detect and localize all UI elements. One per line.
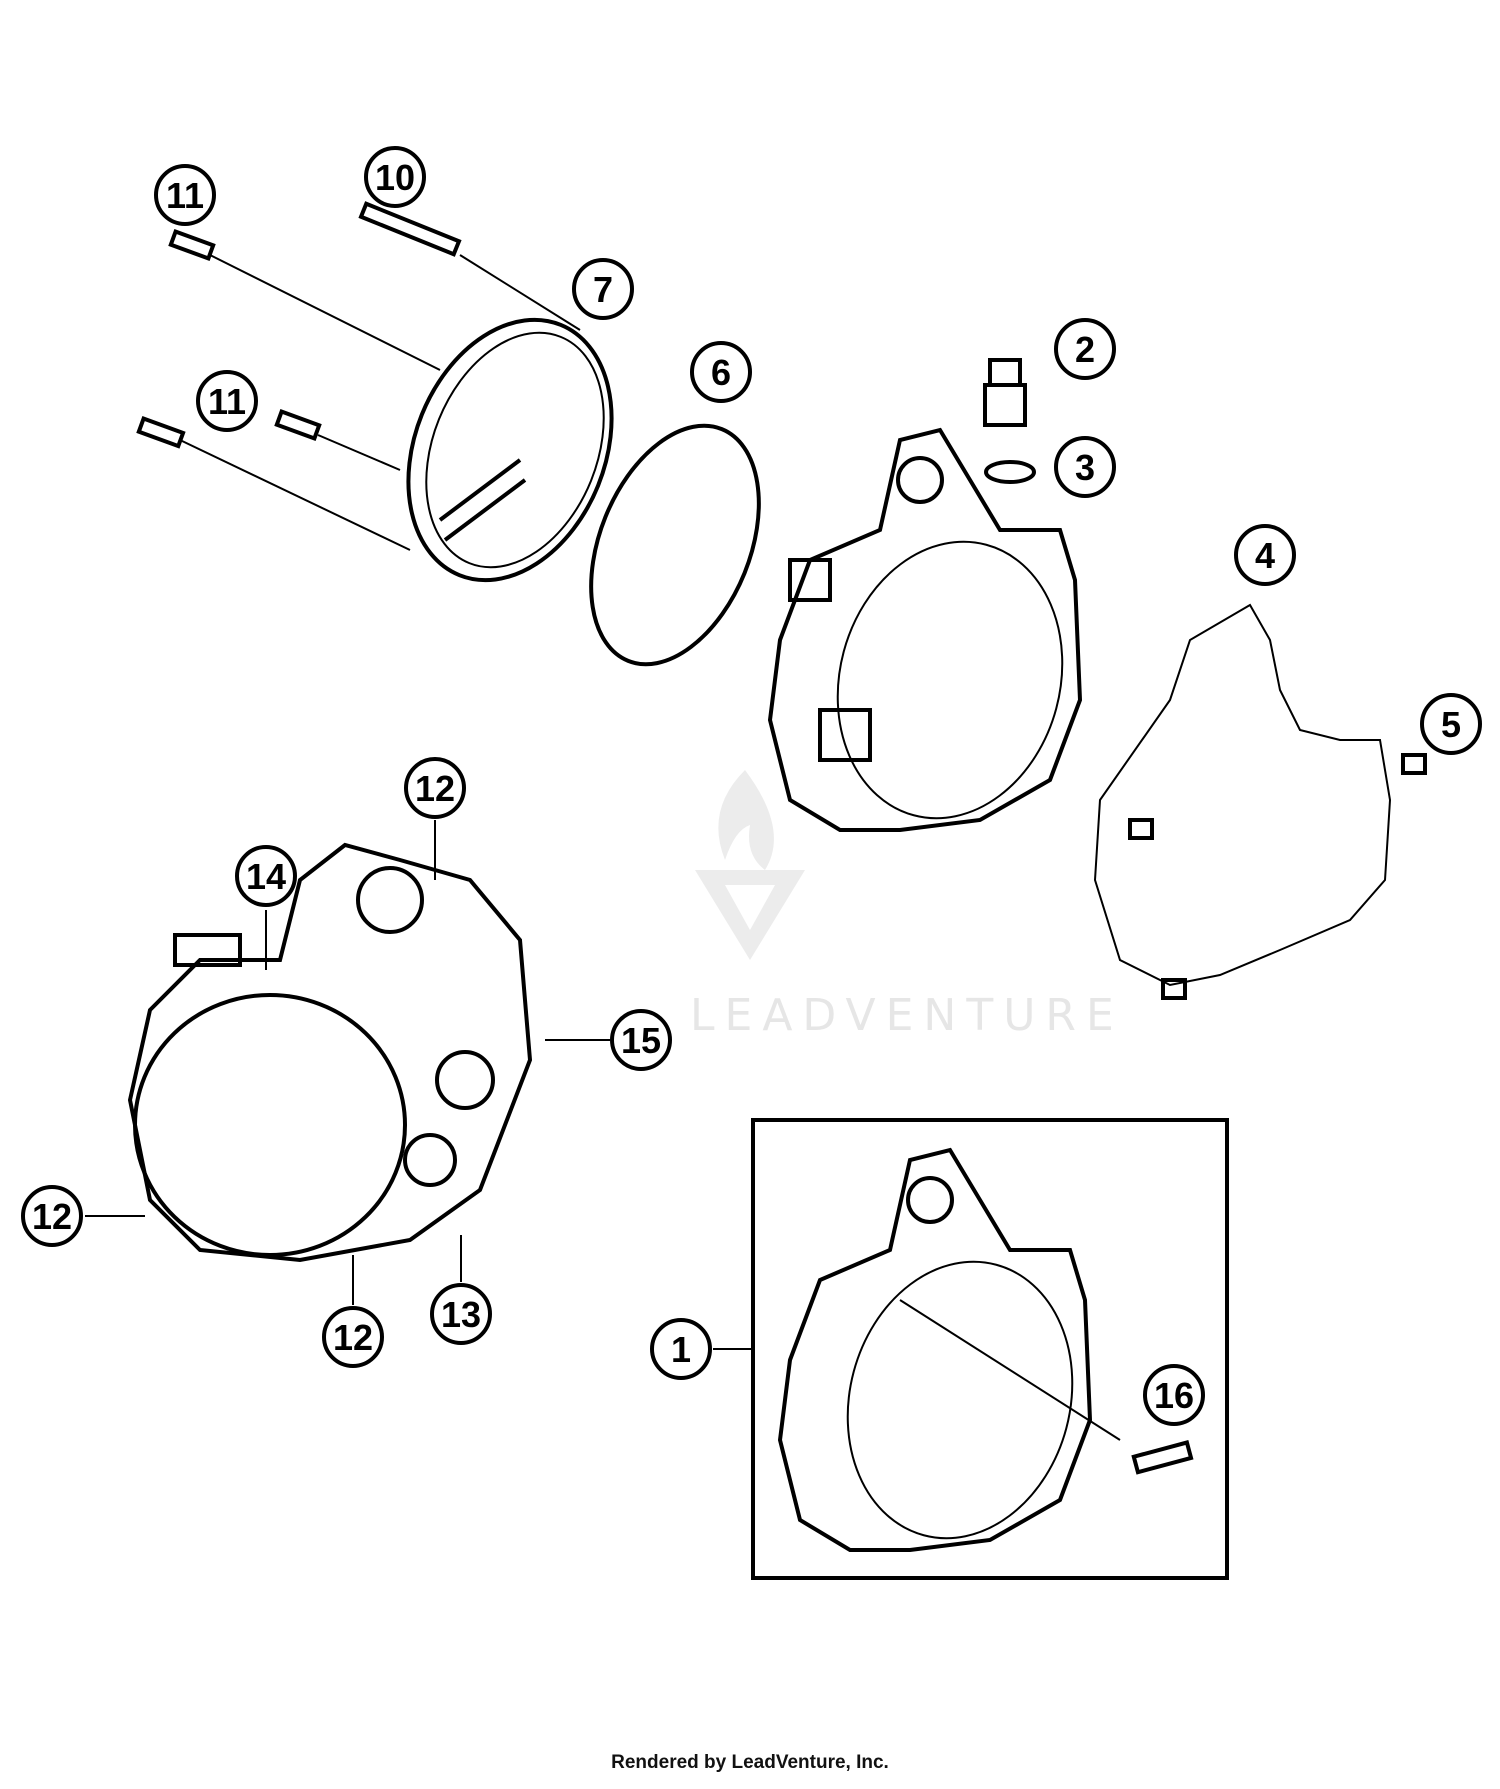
gasket-part-4 [1093, 603, 1392, 1000]
watermark-text: LEADVENTURE [690, 990, 1124, 1041]
bolt-11-lower [136, 409, 411, 551]
svg-text:1: 1 [671, 1329, 691, 1370]
callout-7[interactable]: 7 [572, 258, 634, 320]
callout-3[interactable]: 3 [1054, 436, 1116, 498]
svg-text:5: 5 [1441, 704, 1461, 745]
callout-6[interactable]: 6 [690, 341, 752, 403]
callout-12-left[interactable]: 12 [21, 1185, 83, 1247]
svg-text:13: 13 [441, 1294, 481, 1335]
bolt-11-upper [168, 229, 441, 371]
callout-12-bottom[interactable]: 12 [322, 1306, 384, 1368]
callout-4[interactable]: 4 [1234, 524, 1296, 586]
clutch-cover-upper [767, 427, 1083, 832]
callouts: 11 10 7 6 2 3 11 4 5 12 14 15 12 12 13 1… [21, 146, 1482, 1426]
svg-text:11: 11 [208, 381, 246, 422]
svg-text:12: 12 [415, 768, 455, 809]
svg-text:15: 15 [621, 1020, 661, 1061]
svg-text:14: 14 [246, 856, 286, 897]
svg-text:2: 2 [1075, 329, 1095, 370]
callout-10[interactable]: 10 [364, 146, 426, 208]
kit-box-part-1 [751, 1118, 1229, 1580]
inner-cover-lower [127, 842, 533, 1263]
seal-ring-part-3 [984, 460, 1036, 484]
callout-12-top[interactable]: 12 [404, 757, 466, 819]
callout-13[interactable]: 13 [430, 1283, 492, 1345]
pin-part-16 [1131, 1440, 1194, 1475]
callout-11-lower[interactable]: 11 [196, 370, 258, 432]
screw-plug-part-2 [983, 358, 1027, 427]
bolt-10 [358, 201, 581, 331]
watermark-logo: LEADVENTURE [690, 770, 1124, 1041]
callout-14[interactable]: 14 [235, 845, 297, 907]
svg-text:12: 12 [333, 1317, 373, 1358]
callout-11[interactable]: 11 [154, 164, 216, 226]
svg-text:6: 6 [711, 352, 731, 393]
svg-text:10: 10 [375, 157, 415, 198]
o-ring-part-6 [589, 423, 761, 667]
svg-text:4: 4 [1255, 535, 1275, 576]
svg-text:16: 16 [1154, 1375, 1194, 1416]
svg-text:7: 7 [593, 269, 613, 310]
callout-2[interactable]: 2 [1054, 318, 1116, 380]
svg-text:11: 11 [166, 175, 204, 216]
footer-credit: Rendered by LeadVenture, Inc. [611, 1752, 889, 1773]
dowel-part-5 [1401, 753, 1427, 775]
callout-16[interactable]: 16 [1143, 1364, 1205, 1426]
callout-1[interactable]: 1 [650, 1318, 712, 1380]
callout-15[interactable]: 15 [610, 1009, 672, 1071]
callout-5[interactable]: 5 [1420, 693, 1482, 755]
outer-cover-part-7 [406, 317, 614, 583]
svg-text:12: 12 [32, 1196, 72, 1237]
svg-text:3: 3 [1075, 447, 1095, 488]
leader-lines [85, 820, 753, 1350]
